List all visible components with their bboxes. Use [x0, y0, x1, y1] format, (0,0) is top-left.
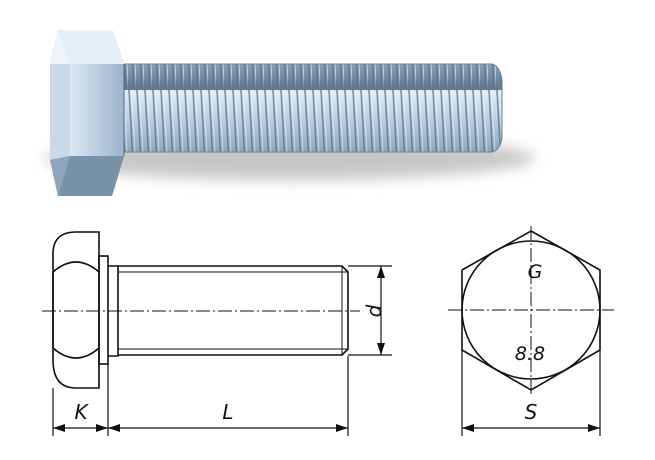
- dim-k-l: [52, 356, 349, 436]
- bolt-photo: [45, 30, 535, 196]
- dim-s: [461, 350, 601, 436]
- shank-outline: [118, 265, 349, 356]
- dim-d: [348, 265, 392, 356]
- label-k: K: [74, 400, 89, 424]
- label-property-class: 8.8: [515, 343, 545, 365]
- label-g: G: [528, 261, 543, 283]
- label-s: S: [525, 400, 538, 424]
- label-d: d: [362, 304, 386, 317]
- head-arc-bottom: [52, 347, 100, 359]
- head-outline: [52, 231, 100, 389]
- label-l: L: [222, 400, 233, 424]
- head-arc-top: [52, 261, 100, 273]
- threaded-shank: [120, 64, 502, 152]
- washer-face: [98, 255, 109, 365]
- side-view: [52, 231, 349, 389]
